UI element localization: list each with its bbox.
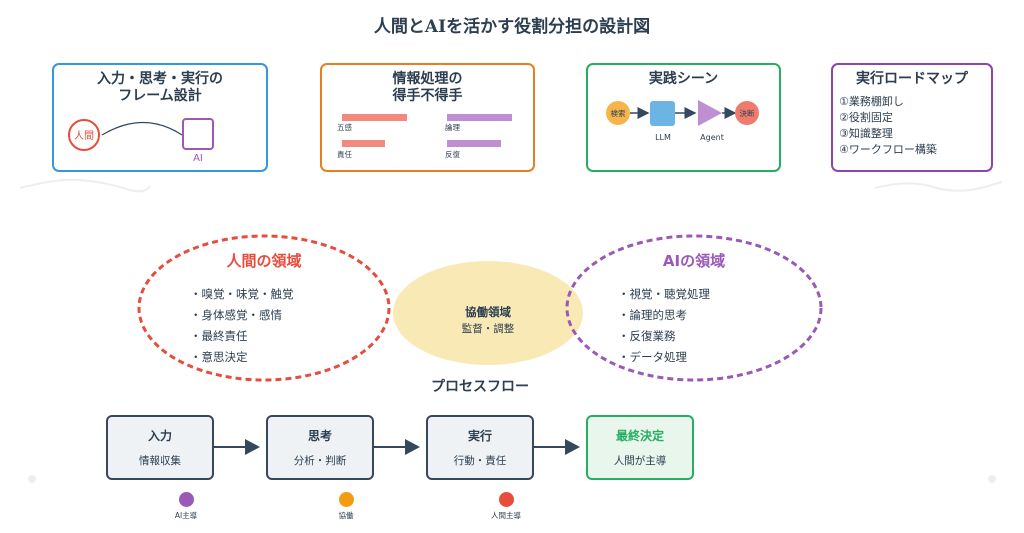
flow-step-think: 思考 分析・判断	[266, 415, 374, 480]
practice-flow: 検索 LLM Agent 決断	[606, 100, 759, 142]
human-domain-item: ・身体感覚・感情	[190, 308, 282, 322]
search-node-label: 検索	[611, 108, 626, 118]
legend-dot-ai-led	[179, 492, 194, 507]
flow-step-title: 思考	[307, 429, 332, 443]
flow-step-subtitle: 人間が主導	[613, 455, 667, 467]
flow-arrowhead-1	[245, 439, 260, 455]
collab-domain-subtitle: 監督・調整	[461, 323, 515, 335]
collab-domain-shape	[393, 261, 583, 365]
bar-gokan	[342, 114, 407, 121]
roadmap-item: ④ワークフロー構築	[839, 143, 937, 156]
human-domain-title: 人間の領域	[226, 252, 302, 270]
info-card-title: 情報処理の 得手不得手	[392, 71, 463, 104]
agent-node-icon	[698, 100, 722, 126]
flow-step-subtitle: 分析・判断	[293, 455, 347, 467]
flow-step-subtitle: 行動・責任	[453, 455, 507, 467]
dot-right	[988, 475, 996, 483]
flow-step-input: 入力 情報収集	[106, 415, 214, 480]
flow-arrowhead-2	[405, 439, 420, 455]
connector-line	[101, 121, 183, 136]
llm-node-label: LLM	[655, 133, 671, 142]
legend-dot-human-led	[499, 492, 514, 507]
bar-label-gokan: 五感	[337, 123, 352, 132]
search-node-icon	[606, 101, 630, 125]
legend-label-collab: 協働	[338, 511, 354, 520]
roadmap-card: 実行ロードマップ ①業務棚卸し ②役割固定 ③知識整理 ④ワークフロー構築	[831, 63, 993, 172]
bar-hanpuku	[447, 140, 501, 147]
flow-step-title: 入力	[147, 429, 172, 443]
human-domain-item: ・意思決定	[190, 350, 248, 364]
ai-domain-shape	[565, 234, 823, 382]
llm-node-icon	[650, 101, 675, 126]
agent-node-label: Agent	[700, 133, 724, 142]
ai-node-label: AI	[193, 153, 203, 164]
bar-sekinin	[342, 140, 385, 147]
practice-card-title: 実践シーン	[648, 71, 719, 87]
page-title: 人間とAIを活かす役割分担の設計図	[373, 17, 651, 37]
human-domain-shape	[137, 234, 391, 382]
ai-domain-item: ・反復業務	[618, 329, 676, 343]
frame-diagram: 人間 AI	[68, 118, 214, 164]
human-domain-item: ・最終責任	[190, 329, 248, 343]
flow-arrowhead-3	[565, 439, 580, 455]
roadmap-item: ②役割固定	[839, 111, 893, 124]
info-processing-card: 情報処理の 得手不得手 五感 論理 責任 反復	[320, 63, 535, 172]
bar-ronri	[447, 114, 512, 121]
process-flow-title: プロセスフロー	[431, 379, 529, 395]
roadmap-card-title: 実行ロードマップ	[856, 71, 968, 87]
flow-step-title: 実行	[467, 429, 492, 443]
decision-node-label: 決断	[740, 108, 755, 118]
human-node-label: 人間	[74, 130, 94, 142]
roadmap-item: ①業務棚卸し	[839, 95, 904, 108]
flow-step-execute: 実行 行動・責任	[426, 415, 534, 480]
ai-domain-title: AIの領域	[662, 252, 726, 270]
collab-domain-title: 協働領域	[465, 305, 511, 319]
bar-label-sekinin: 責任	[337, 150, 352, 159]
dot-left	[28, 475, 36, 483]
ai-domain-item: ・論理的思考	[618, 308, 687, 322]
practice-scene-card: 実践シーン 検索 LLM Agent 決断	[586, 63, 781, 172]
roadmap-list: ①業務棚卸し ②役割固定 ③知識整理 ④ワークフロー構築	[839, 94, 937, 158]
legend-dot-collab	[339, 492, 354, 507]
flow-step-title: 最終決定	[615, 429, 664, 443]
legend-label-human-led: 人間主導	[491, 511, 521, 520]
frame-design-card: 入力・思考・実行の フレーム設計 人間 AI	[52, 63, 268, 172]
legend-label-ai-led: AI主導	[174, 511, 198, 520]
ai-node-icon	[182, 118, 214, 150]
wave-left	[19, 178, 151, 193]
ai-domain-item: ・データ処理	[618, 350, 687, 364]
human-domain-item: ・嗅覚・味覚・触覚	[190, 287, 294, 301]
ai-domain-item: ・視覚・聴覚処理	[618, 287, 710, 301]
flow-step-final-decision: 最終決定 人間が主導	[586, 415, 694, 480]
bar-label-hanpuku: 反復	[445, 150, 460, 159]
roadmap-item: ③知識整理	[839, 127, 893, 140]
human-node-icon	[68, 119, 100, 151]
human-domain-list: ・嗅覚・味覚・触覚 ・身体感覚・感情 ・最終責任 ・意思決定	[190, 284, 294, 368]
bar-label-ronri: 論理	[445, 123, 460, 132]
ai-domain-list: ・視覚・聴覚処理 ・論理的思考 ・反復業務 ・データ処理	[618, 284, 710, 368]
decision-node-icon	[735, 101, 759, 125]
wave-right	[874, 181, 1003, 192]
frame-card-title: 入力・思考・実行の フレーム設計	[97, 71, 223, 104]
flow-step-subtitle: 情報収集	[139, 455, 181, 467]
